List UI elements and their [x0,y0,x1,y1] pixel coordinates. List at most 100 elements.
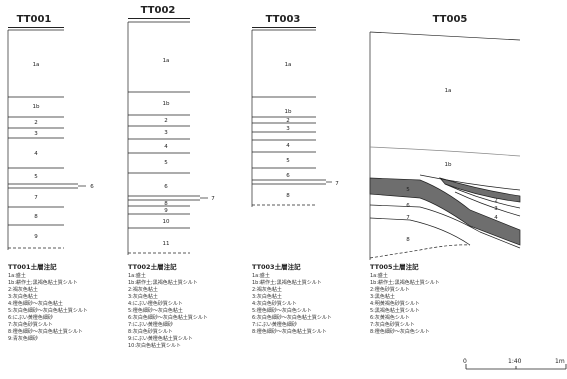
layer-label-4: 4 [34,151,38,157]
legend-item: 1b:耕作土;黒褐色粘土質シルト [128,280,198,286]
title-underline-tt001 [8,27,64,28]
marker-label: 6 [90,184,94,190]
section-title-tt003: TT003 [265,14,301,25]
layer-labels-tt002: 1a 1b 2 3 4 5 6 8 9 10 11 7 [163,58,216,247]
layer-label-6: 6 [164,184,168,190]
legend-item: 5:灰白色細砂～灰白色粘土質シルト [8,308,88,314]
layer-label-3: 3 [286,126,290,132]
legend-item: 3:灰白色粘土 [252,294,282,300]
legend-item: 1a:盛土 [370,273,388,279]
layer-label-1b: 1b [445,162,452,168]
legend-item: 9:青灰色細砂 [8,336,38,342]
layer-label-2: 2 [34,120,38,126]
legend-tt001: TT001土層注記 1a:盛土 1b:耕作土;黒褐色粘土質シルト 2:褐灰色粘土… [8,264,120,343]
legend-item: 8:橙色細砂～灰白色粘土質シルト [252,329,327,335]
legend-item: 1b:耕作土;黒褐色粘土質シルト [252,280,322,286]
layer-label-1b: 1b [33,104,40,110]
legend-item: 5:橙色細砂～灰白色粘土 [128,308,183,314]
layer-label-6: 6 [286,173,290,179]
legend-item: 7:にぶい黄橙色細砂 [252,322,297,328]
scale-zero-label: 0 [463,358,467,365]
legend-tt002: TT002土層注記 1a:盛土 1b:耕作土;黒褐色粘土質シルト 2:褐灰色粘土… [128,264,246,350]
layer-label-2: 2 [286,118,290,124]
layer-label-10: 10 [163,219,170,225]
profile-tt005 [369,31,521,260]
layer-labels-tt001: 1a 1b 2 3 4 5 7 8 9 6 [33,62,95,240]
title-underline-tt003 [252,27,316,28]
layer-label-4: 4 [164,144,168,150]
legend-item: 9:にぶい黄橙色粘土質シルト [128,336,193,342]
legend-tt003: TT003土層注記 1a:盛土 1b:耕作土;黒褐色粘土質シルト 2:褐灰色粘土… [252,264,370,336]
marker-label: 7 [211,196,215,202]
legend-item: 7:にぶい黄橙色細砂 [128,322,173,328]
layer-label-3: 3 [34,131,38,137]
profile-tt003 [251,29,332,207]
legend-item: 4:灰白色砂質シルト [252,301,297,307]
legend-item: 1a:盛土 [252,273,270,279]
layer-label-7: 7 [406,215,410,221]
section-title-tt002: TT002 [140,5,176,16]
legend-item: 8:橙色細砂～灰白色シルト [370,329,430,335]
legend-title: TT003土層注記 [252,263,301,271]
layer-label-9: 9 [164,208,168,214]
layer-label-5: 5 [164,160,168,166]
legend-item: 4:にぶい橙色砂質シルト [128,301,183,307]
legend-item: 4:明黄褐色砂質シルト [370,301,420,307]
layer-label-1a: 1a [445,88,452,94]
scale-ratio-label: 1:40 [508,358,522,365]
legend-item: 8:灰白色砂質シルト [128,329,173,335]
legend-item: 2:褐灰色粘土 [252,287,282,293]
legend-title: TT001土層注記 [8,263,57,271]
legend-item: 4:橙色細砂～灰白色粘土 [8,301,63,307]
legend-item: 2:褐灰色粘土 [8,287,38,293]
profile-tt002 [127,21,208,255]
legend-item: 8:橙色細砂～灰白色粘土質シルト [8,329,83,335]
layer-label-2: 2 [164,118,168,124]
layer-label-3: 3 [164,130,168,136]
layer-labels-tt003: 1a 1b 2 3 4 5 6 8 7 [285,62,340,199]
layer-label-5: 5 [406,187,410,193]
layer-label-5: 5 [286,158,290,164]
layer-label-1b: 1b [163,101,170,107]
legend-item: 1a:盛土 [8,273,26,279]
scale-bar [465,364,567,370]
layer-label-2: 2 [494,198,498,204]
scale-end-label: 1m [555,358,565,365]
legend-item: 10:灰白色粘土質シルト [128,343,182,349]
section-title-tt005: TT005 [432,14,468,25]
marker-label: 7 [335,181,339,187]
legend-item: 6:灰黄褐色シルト [370,315,410,321]
legend-item: 2:橙色砂質シルト [370,287,410,293]
layer-label-1a: 1a [163,58,170,64]
layer-label-11: 11 [163,241,170,247]
legend-title: TT002土層注記 [128,263,177,271]
legend-item: 1b:耕作土;黒褐色粘土質シルト [8,280,78,286]
legend-tt005: TT005土層注記 1a:盛土 1b:耕作土;黒褐色粘土質シルト 2:橙色砂質シ… [370,264,480,336]
layer-label-8: 8 [34,214,38,220]
layer-label-5: 5 [34,174,38,180]
legend-item: 6:にぶい黄橙色細砂 [8,315,53,321]
legend-item: 7:灰白色砂質シルト [370,322,415,328]
legend-item: 1a:盛土 [128,273,146,279]
section-title-tt001: TT001 [16,14,52,25]
legend-item: 6:灰白色細砂～灰白色粘土質シルト [252,315,332,321]
layer-label-9: 9 [34,234,38,240]
title-underline-tt002 [128,18,190,19]
layer-label-7: 7 [34,195,38,201]
legend-item: 3:灰白色粘土 [128,294,158,300]
layer-label-8: 8 [286,193,290,199]
layer-label-1a: 1a [285,62,292,68]
legend-item: 5:橙色細砂～灰白色シルト [252,308,312,314]
layer-label-1b: 1b [285,109,292,115]
legend-title: TT005土層注記 [370,263,419,271]
legend-item: 3:黒色粘土 [370,294,395,300]
layer-labels-tt005: 1a 1b 5 6 7 8 2 3 4 [406,88,498,243]
profile-tt001 [7,29,86,250]
layer-label-3: 3 [494,206,498,212]
layer-label-6: 6 [406,203,410,209]
legend-item: 1b:耕作土;黒褐色粘土質シルト [370,280,440,286]
legend-item: 5:黒褐色粘土質シルト [370,308,420,314]
layer-label-1a: 1a [33,62,40,68]
